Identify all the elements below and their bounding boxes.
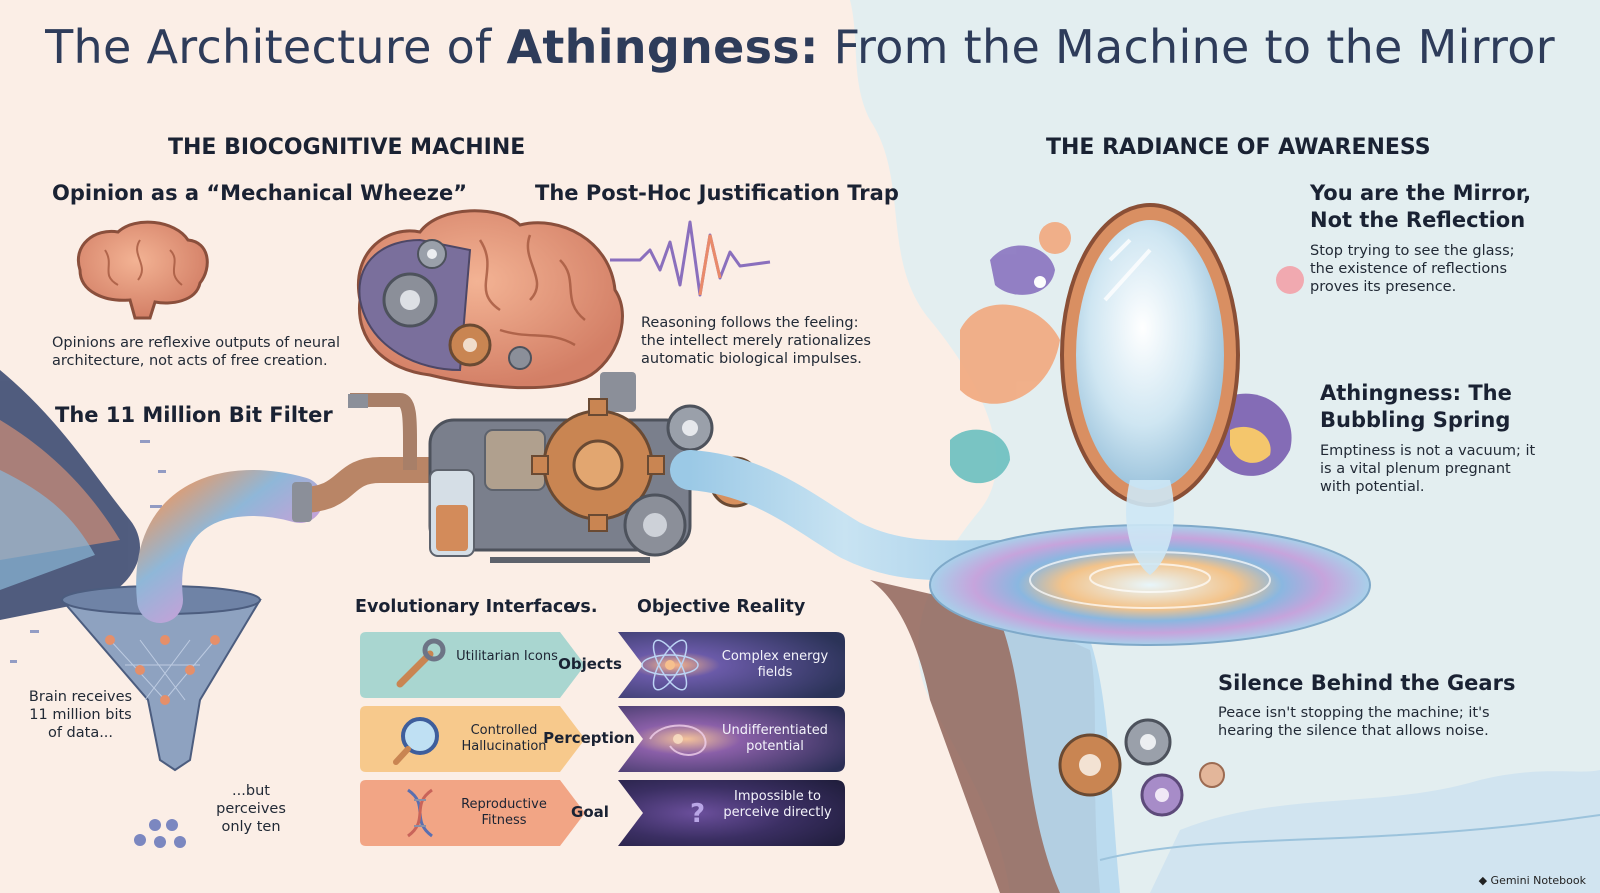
row-middle-label: Goal	[571, 803, 609, 821]
comparison-vs: vs.	[569, 597, 598, 617]
comparison-row: Controlled Hallucination Perception Undi…	[360, 706, 845, 772]
athingness-body: Emptiness is not a vacuum; it is a vital…	[1320, 443, 1536, 495]
row-left-label: Utilitarian Icons	[456, 649, 558, 664]
brand-logo-icon: ◆	[1478, 874, 1491, 887]
comparison-row-shape	[360, 632, 845, 698]
comparison-row-shape: ?	[360, 780, 845, 846]
mirror-heading: You are the Mirror, Not the Reflection	[1310, 181, 1532, 232]
question-mark-icon: ?	[690, 799, 705, 829]
brand-label: ◆ Gemini Notebook	[1479, 874, 1586, 887]
filter-heading: The 11 Million Bit Filter	[55, 403, 333, 427]
row-middle-label: Perception	[543, 729, 635, 747]
silence-heading: Silence Behind the Gears	[1218, 671, 1516, 695]
page-title: The Architecture of Athingness: From the…	[0, 20, 1600, 74]
row-left-label: Controlled Hallucination	[461, 723, 547, 754]
title-suffix: From the Machine to the Mirror	[818, 20, 1555, 74]
athingness-heading: Athingness: The Bubbling Spring	[1320, 381, 1512, 432]
dna-icon	[407, 788, 433, 838]
row-right-label: Impossible to perceive directly	[723, 789, 832, 820]
row-left-label: Reproductive Fitness	[461, 797, 547, 828]
title-emphasis: Athingness:	[506, 20, 819, 74]
opinion-heading: Opinion as a “Mechanical Wheeze”	[52, 181, 468, 205]
silence-body: Peace isn't stopping the machine; it's h…	[1218, 705, 1490, 739]
mirror-body: Stop trying to see the glass; the existe…	[1310, 243, 1515, 295]
comparison-left-header: Evolutionary Interface	[355, 597, 576, 617]
row-middle-label: Objects	[558, 655, 622, 673]
posthoc-heading: The Post-Hoc Justification Trap	[535, 181, 899, 205]
title-prefix: The Architecture of	[45, 20, 507, 74]
galaxy-icon	[649, 724, 707, 756]
opinion-body: Opinions are reflexive outputs of neural…	[52, 335, 340, 369]
row-right-label: Complex energy fields	[721, 649, 829, 680]
section-heading-awareness: THE RADIANCE OF AWARENESS	[1046, 135, 1431, 160]
wrench-icon	[396, 638, 446, 688]
atom-icon	[641, 639, 699, 691]
comparison-row: Utilitarian Icons Objects Complex energy…	[360, 632, 845, 698]
comparison-right-header: Objective Reality	[637, 597, 806, 617]
magnifier-icon	[393, 717, 439, 765]
posthoc-body: Reasoning follows the feeling: the intel…	[641, 315, 871, 367]
comparison-row-shape	[360, 706, 845, 772]
brand-text: Gemini Notebook	[1490, 874, 1586, 887]
section-heading-machine: THE BIOCOGNITIVE MACHINE	[168, 135, 526, 160]
filter-input-caption: Brain receives 11 million bits of data..…	[28, 689, 133, 741]
filter-output-caption: ...but perceives only ten	[216, 783, 286, 835]
comparison-row: ? Reproductive Fitness Goal Impossible t…	[360, 780, 845, 846]
row-right-label: Undifferentiated potential	[722, 723, 828, 754]
